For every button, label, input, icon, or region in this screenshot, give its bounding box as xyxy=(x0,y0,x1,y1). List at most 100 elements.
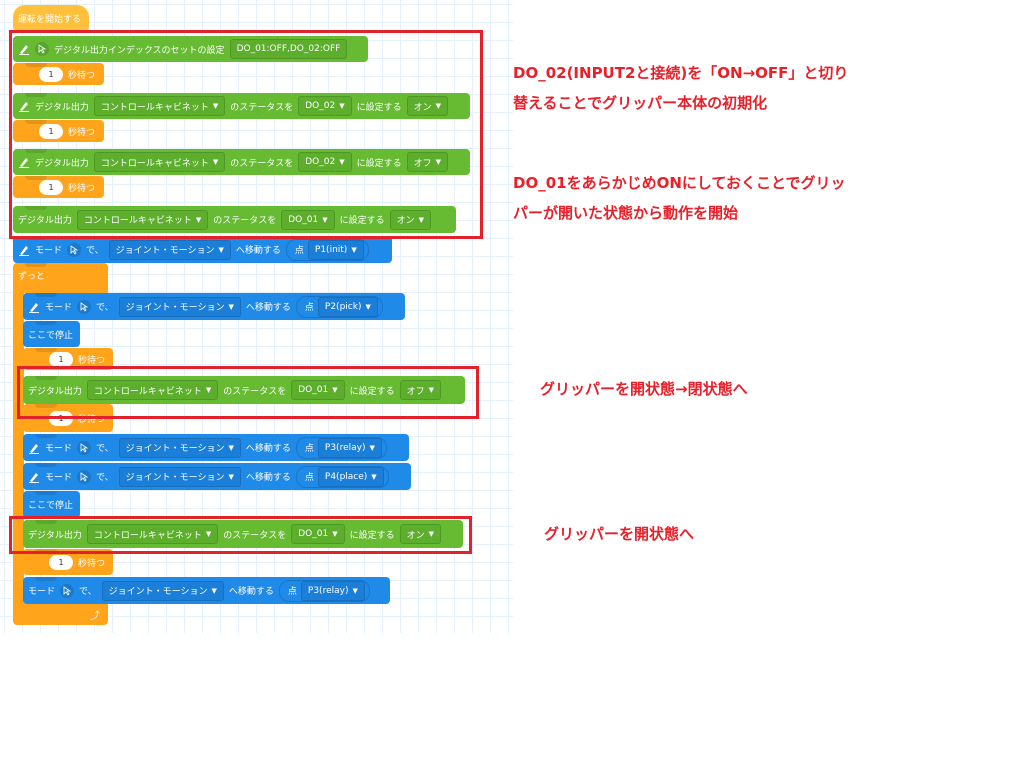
cursor-icon[interactable] xyxy=(35,42,49,56)
target-dropdown[interactable]: コントロールキャビネット▼ xyxy=(86,380,219,400)
digital-output-block[interactable]: デジタル出力 コントロールキャビネット▼ のステータスを DO_02▼ に設定す… xyxy=(13,93,470,119)
blockly-workspace[interactable]: 運転を開始する デジタル出力インデックスのセットの設定 DO_01:OFF,DO… xyxy=(0,0,513,633)
motion-dropdown[interactable]: ジョイント・モーション▼ xyxy=(118,437,241,458)
cursor-icon[interactable] xyxy=(67,242,82,257)
point-dropdown[interactable]: P3(relay)▼ xyxy=(300,580,365,601)
move-block[interactable]: モード で、 ジョイント・モーション▼ へ移動する 点 P2(pick)▼ xyxy=(23,293,405,320)
point-dropdown[interactable]: P3(relay)▼ xyxy=(317,437,382,458)
move-block[interactable]: モード で、 ジョイント・モーション▼ へ移動する 点 P3(relay)▼ xyxy=(23,434,409,461)
index-set-value-field[interactable]: DO_01:OFF,DO_02:OFF xyxy=(229,39,348,59)
point-dropdown[interactable]: P4(place)▼ xyxy=(317,466,384,487)
digital-output-block[interactable]: デジタル出力 コントロールキャビネット▼ のステータスを DO_01▼ に設定す… xyxy=(23,376,465,404)
dropdown-caret-icon: ▼ xyxy=(322,215,328,224)
state-dropdown[interactable]: オン▼ xyxy=(389,209,432,230)
highlight-box-initialization xyxy=(9,30,483,239)
cursor-icon[interactable] xyxy=(77,469,92,484)
dropdown-caret-icon: ▼ xyxy=(435,158,442,166)
dropdown-caret-icon: ▼ xyxy=(418,215,425,224)
motion-dropdown[interactable]: ジョイント・モーション▼ xyxy=(118,466,241,487)
wait-block[interactable]: 1 秒待つ xyxy=(23,348,113,370)
target-dropdown[interactable]: コントロールキャビネット▼ xyxy=(93,152,226,172)
cursor-icon[interactable] xyxy=(77,440,92,455)
wait-block[interactable]: 1 秒待つ xyxy=(13,176,104,198)
digital-index-set-block[interactable]: デジタル出力インデックスのセットの設定 DO_01:OFF,DO_02:OFF xyxy=(13,36,368,62)
port-dropdown[interactable]: DO_01▼ xyxy=(281,209,335,230)
stop-here-block[interactable]: ここで停止 xyxy=(23,491,80,518)
state-dropdown[interactable]: オン▼ xyxy=(399,524,442,544)
dropdown-caret-icon: ▼ xyxy=(428,386,435,394)
wait-seconds-input[interactable]: 1 xyxy=(49,351,73,367)
cursor-icon[interactable] xyxy=(77,299,92,314)
point-dropdown[interactable]: P2(pick)▼ xyxy=(317,296,378,317)
forever-label: ずっと xyxy=(18,272,46,282)
point-reporter[interactable]: 点 P3(relay)▼ xyxy=(278,579,370,602)
point-reporter[interactable]: 点 P3(relay)▼ xyxy=(295,436,387,459)
motion-dropdown[interactable]: ジョイント・モーション▼ xyxy=(101,580,224,601)
dropdown-caret-icon: ▼ xyxy=(205,386,212,394)
pencil-icon[interactable] xyxy=(18,244,30,256)
dropdown-caret-icon: ▼ xyxy=(365,302,371,311)
highlight-box-open-gripper xyxy=(9,516,472,554)
dropdown-caret-icon: ▼ xyxy=(428,530,435,538)
move-block[interactable]: モード で、 ジョイント・モーション▼ へ移動する 点 P1(init)▼ xyxy=(13,236,392,263)
dropdown-caret-icon: ▼ xyxy=(211,586,217,595)
forever-loop-arm xyxy=(13,290,24,604)
annotation-note-1: DO_02(INPUT2と接続)を「ON→OFF」と切り 替えることでグリッパー… xyxy=(513,64,849,112)
move-block[interactable]: モード で、 ジョイント・モーション▼ へ移動する 点 P3(relay)▼ xyxy=(23,577,390,604)
dropdown-caret-icon: ▼ xyxy=(228,443,234,452)
digital-output-block[interactable]: デジタル出力 コントロールキャビネット▼ のステータスを DO_01▼ に設定す… xyxy=(13,206,456,233)
port-dropdown[interactable]: DO_01▼ xyxy=(291,380,345,400)
stop-here-block[interactable]: ここで停止 xyxy=(23,321,80,347)
wait-seconds-input[interactable]: 1 xyxy=(39,66,63,82)
start-hat-block[interactable]: 運転を開始する xyxy=(13,5,89,31)
state-dropdown[interactable]: オフ▼ xyxy=(406,152,449,172)
point-reporter[interactable]: 点 P4(place)▼ xyxy=(295,465,389,488)
pencil-icon[interactable] xyxy=(28,442,40,454)
state-dropdown[interactable]: オン▼ xyxy=(406,96,449,116)
pencil-icon[interactable] xyxy=(28,301,40,313)
point-reporter[interactable]: 点 P1(init)▼ xyxy=(285,238,369,261)
digital-output-block[interactable]: デジタル出力 コントロールキャビネット▼ のステータスを DO_02▼ に設定す… xyxy=(13,149,470,175)
point-reporter[interactable]: 点 P2(pick)▼ xyxy=(295,295,383,318)
move-block[interactable]: モード で、 ジョイント・モーション▼ へ移動する 点 P4(place)▼ xyxy=(23,463,411,490)
dropdown-caret-icon: ▼ xyxy=(212,158,219,166)
wait-seconds-input[interactable]: 1 xyxy=(39,179,63,195)
wait-seconds-input[interactable]: 1 xyxy=(49,554,73,570)
pencil-icon[interactable] xyxy=(18,100,30,112)
wait-block[interactable]: 1 秒待つ xyxy=(13,63,104,85)
annotation-note-2: DO_01をあらかじめONにしておくことでグリッ パーが開いた状態から動作を開始 xyxy=(513,174,846,222)
point-dropdown[interactable]: P1(init)▼ xyxy=(307,239,364,260)
motion-dropdown[interactable]: ジョイント・モーション▼ xyxy=(118,296,241,317)
annotation-note-3: グリッパーを開状態→閉状態へ xyxy=(540,380,748,398)
pencil-icon[interactable] xyxy=(28,471,40,483)
dropdown-caret-icon: ▼ xyxy=(339,158,345,166)
dropdown-caret-icon: ▼ xyxy=(332,530,338,538)
cursor-icon[interactable] xyxy=(60,583,75,598)
dropdown-caret-icon: ▼ xyxy=(369,443,375,452)
index-set-label: デジタル出力インデックスのセットの設定 xyxy=(54,45,225,56)
wait-seconds-input[interactable]: 1 xyxy=(39,123,63,139)
port-dropdown[interactable]: DO_01▼ xyxy=(291,524,345,544)
forever-loop-block[interactable]: ずっと xyxy=(13,263,108,293)
state-dropdown[interactable]: オフ▼ xyxy=(399,380,442,400)
target-dropdown[interactable]: コントロールキャビネット▼ xyxy=(93,96,226,116)
port-dropdown[interactable]: DO_02▼ xyxy=(298,152,352,172)
dropdown-caret-icon: ▼ xyxy=(195,215,202,224)
dropdown-caret-icon: ▼ xyxy=(228,472,234,481)
dropdown-caret-icon: ▼ xyxy=(371,472,377,481)
motion-dropdown[interactable]: ジョイント・モーション▼ xyxy=(108,239,231,260)
wait-block[interactable]: 1 秒待つ xyxy=(13,120,104,142)
target-dropdown[interactable]: コントロールキャビネット▼ xyxy=(76,209,209,230)
pencil-icon[interactable] xyxy=(18,43,30,55)
pencil-icon[interactable] xyxy=(18,156,30,168)
dropdown-caret-icon: ▼ xyxy=(212,102,219,110)
target-dropdown[interactable]: コントロールキャビネット▼ xyxy=(86,524,219,544)
start-label: 運転を開始する xyxy=(18,14,82,25)
dropdown-caret-icon: ▼ xyxy=(351,245,357,254)
dropdown-caret-icon: ▼ xyxy=(339,102,345,110)
dropdown-caret-icon: ▼ xyxy=(205,530,212,538)
loop-arrow-icon: ⤴ xyxy=(90,610,100,622)
dropdown-caret-icon: ▼ xyxy=(352,586,358,595)
port-dropdown[interactable]: DO_02▼ xyxy=(298,96,352,116)
digital-output-block[interactable]: デジタル出力 コントロールキャビネット▼ のステータスを DO_01▼ に設定す… xyxy=(23,520,463,548)
